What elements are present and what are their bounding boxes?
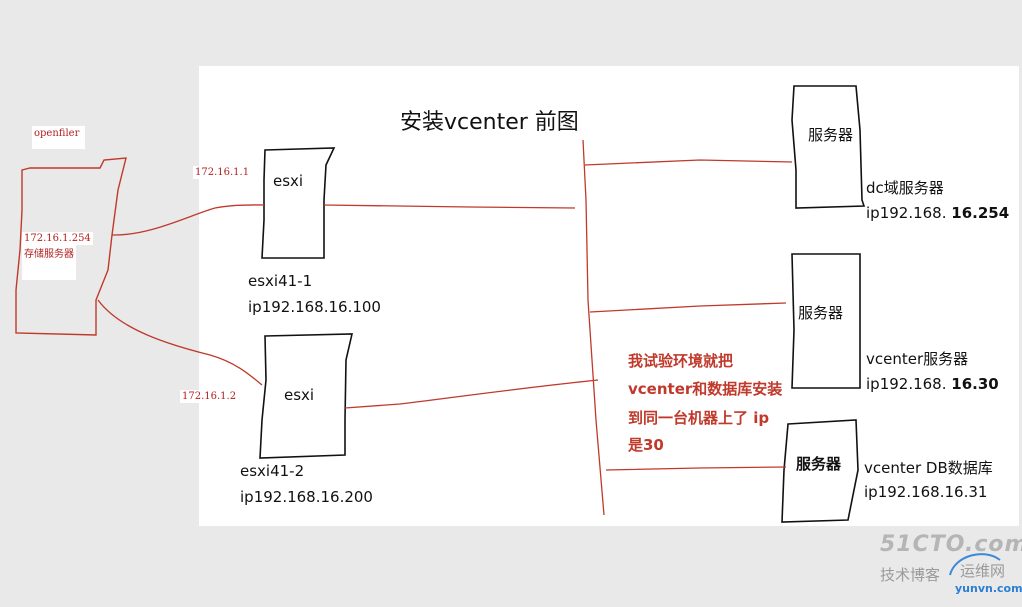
server-box-1	[791, 85, 866, 209]
note-line-4: 是30	[628, 436, 664, 454]
server1-role: dc域服务器	[866, 179, 944, 197]
server-box-3	[781, 419, 859, 523]
connection-lines	[97, 139, 793, 516]
server3-ip-prefix: ip192.168.16.31	[864, 483, 988, 501]
esxi1-box-label: esxi	[273, 172, 304, 190]
storage-outline	[15, 157, 127, 336]
server1-box-label: 服务器	[808, 126, 854, 144]
esxi2-box-label: esxi	[284, 386, 315, 404]
watermark-logo: 51CTO.com	[880, 532, 1022, 557]
diagram-title: 安装vcenter 前图	[400, 110, 579, 135]
esxi2-link-ip: 172.16.1.2	[180, 390, 239, 403]
storage-name-label: openfiler	[32, 126, 86, 149]
esxi1-link-ip: 172.16.1.1	[193, 166, 252, 179]
server1-ip: ip192.168. 16.254	[866, 204, 1009, 222]
esxi-box-1	[261, 147, 336, 259]
esxi1-ip: ip192.168.16.100	[248, 298, 381, 316]
server3-ip: ip192.168.16.31	[864, 483, 987, 501]
esxi-box-2	[259, 333, 354, 459]
esxi2-name: esxi41-2	[240, 462, 305, 480]
server2-box-label: 服务器	[798, 304, 844, 322]
server3-role: vcenter DB数据库	[864, 459, 993, 477]
watermark-domain: yunvn.com	[955, 582, 1022, 595]
server3-box-label: 服务器	[796, 455, 842, 473]
storage-ip-label: 172.16.1.254	[22, 232, 93, 245]
esxi2-ip: ip192.168.16.200	[240, 488, 373, 506]
server2-ip: ip192.168. 16.30	[866, 375, 999, 393]
note-line-3: 到同一台机器上了 ip	[628, 409, 770, 427]
watermark-swoosh	[949, 553, 1001, 576]
server-box-2	[791, 253, 861, 389]
server1-ip-suffix: 16.254	[951, 204, 1010, 222]
storage-role-label: 存储服务器	[22, 244, 76, 280]
server2-ip-suffix: 16.30	[951, 375, 999, 393]
watermark-sub-left: 技术博客	[880, 566, 941, 584]
watermark-sub-right: 运维网	[960, 562, 1006, 580]
note-line-1: 我试验环境就把	[628, 352, 734, 370]
server2-ip-prefix: ip192.168.	[866, 375, 952, 393]
server2-role: vcenter服务器	[866, 350, 969, 368]
server1-ip-prefix: ip192.168.	[866, 204, 952, 222]
esxi1-name: esxi41-1	[248, 272, 313, 290]
note-line-2: vcenter和数据库安装	[628, 380, 783, 398]
